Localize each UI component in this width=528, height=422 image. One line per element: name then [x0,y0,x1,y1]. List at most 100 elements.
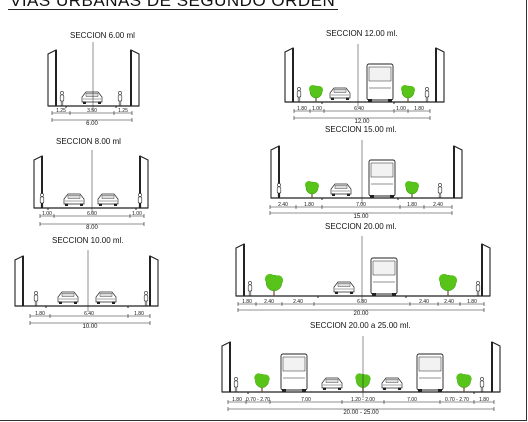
tree-right [438,273,458,296]
building-left [235,243,245,297]
tree-right [405,181,419,198]
building-right [130,49,140,107]
car-left [63,193,85,206]
total-dimension-label-1: 8.00 [86,225,98,231]
bus-right [416,353,444,392]
total-dimension-label-2: 10.00 [82,324,98,330]
street-ground [34,207,148,210]
dimension-label-3-1: 1.00 [312,106,322,112]
pedestrian-left [276,183,282,198]
dimension-label-4-0: 2.40 [278,202,288,208]
street-ground [285,101,444,104]
title-underline [8,9,338,10]
section-8-label: SECCION 8.00 ml [56,137,121,146]
pedestrian-left [296,87,302,102]
bus [368,159,396,198]
dimension-label-5-0: 1.80 [242,299,252,305]
pedestrian-left [233,377,239,392]
building-left [14,255,24,307]
pedestrian-right [479,377,485,392]
tree-right [401,85,415,102]
total-dimension-label-4: 15.00 [353,214,369,220]
dimension-label-5-3: 6.80 [357,299,367,305]
street-ground [236,295,490,298]
dimension-label-5-5: 2.40 [444,299,454,305]
dimension-label-5-4: 2.40 [419,299,429,305]
dimension-label-0-1: 3.50 [87,108,97,114]
street-ground [48,105,139,108]
pedestrian-right [137,193,143,208]
building-right [149,255,159,307]
dimension-label-5-2: 2.40 [293,299,303,305]
dimension-label-0-2: 1.25 [118,108,128,114]
pedestrian-right [424,87,430,102]
section-20-25-label: SECCION 20.00 a 25.00 ml. [310,321,411,330]
car [81,91,103,104]
dimension-label-3-3: 1.00 [396,106,406,112]
street-ground [271,197,462,200]
dimension-label-5-6: 1.80 [467,299,477,305]
bus [370,257,398,296]
page-title: VIAS URBANAS DE SEGUNDO ORDEN [10,0,336,10]
total-dimension-label-6: 20.00 - 25.00 [343,410,379,416]
dimension-label-0-0: 1.25 [56,108,66,114]
dimension-label-2-2: 1.80 [134,311,144,317]
section-10-label: SECCION 10.00 ml. [52,236,124,245]
bus [366,63,394,102]
dimension-label-4-1: 1.80 [304,202,314,208]
tree-left [305,181,319,198]
dimension-label-4-2: 7.00 [356,202,366,208]
dimension-label-1-0: 1.00 [42,211,52,217]
street-ground [15,305,158,308]
section-6-label: SECCION 6.00 ml [70,31,135,40]
building-right [435,47,445,103]
building-right [453,145,463,199]
tree-left [264,273,284,296]
total-dimension-label-3: 12.00 [354,119,370,125]
pedestrian-right [437,183,443,198]
building-right [491,341,501,393]
dimension-label-6-5: 0.70 - 2.70 [445,397,469,403]
dimension-label-2-0: 1.80 [35,311,45,317]
tree-left [309,85,323,102]
section-20-label: SECCION 20.00 ml. [325,222,397,231]
car-right [97,193,119,206]
pedestrian-left [247,281,253,296]
pedestrian-left [59,91,65,106]
building-left [47,49,57,107]
dimension-label-3-2: 6.40 [354,106,364,112]
dimension-label-6-6: 1.80 [479,397,489,403]
dimension-label-6-0: 1.80 [232,397,242,403]
dimension-label-4-4: 2.40 [433,202,443,208]
dimension-label-6-3: 1.20 - 2.00 [351,397,375,403]
dimension-label-3-0: 1.80 [297,106,307,112]
dimension-label-6-2: 7.00 [301,397,311,403]
pedestrian-right [117,91,123,106]
car-left [321,377,343,390]
dimension-label-6-4: 7.00 [407,397,417,403]
pedestrian-right [475,281,481,296]
dimension-label-1-1: 6.00 [87,211,97,217]
tree-right [456,373,472,392]
dimension-label-2-1: 6.40 [84,311,94,317]
building-right [481,243,491,297]
car [333,281,355,294]
car-left [57,291,79,304]
pedestrian-left [33,291,39,306]
car [330,183,352,196]
dimension-label-3-4: 1.80 [414,106,424,112]
dimension-label-4-3: 1.80 [407,202,417,208]
street-ground [222,391,500,394]
total-dimension-label-5: 20.00 [353,311,369,317]
section-15-label: SECCION 15.00 ml. [325,125,397,134]
pedestrian-left [39,193,45,208]
dimension-label-6-1: 0.70 - 2.70 [246,397,270,403]
total-dimension-label-0: 6.00 [86,121,98,127]
car-right [95,291,117,304]
section-12-label: SECCION 12.00 ml. [326,29,398,38]
pedestrian-right [143,291,149,306]
building-left [221,341,231,393]
building-left [284,47,294,103]
